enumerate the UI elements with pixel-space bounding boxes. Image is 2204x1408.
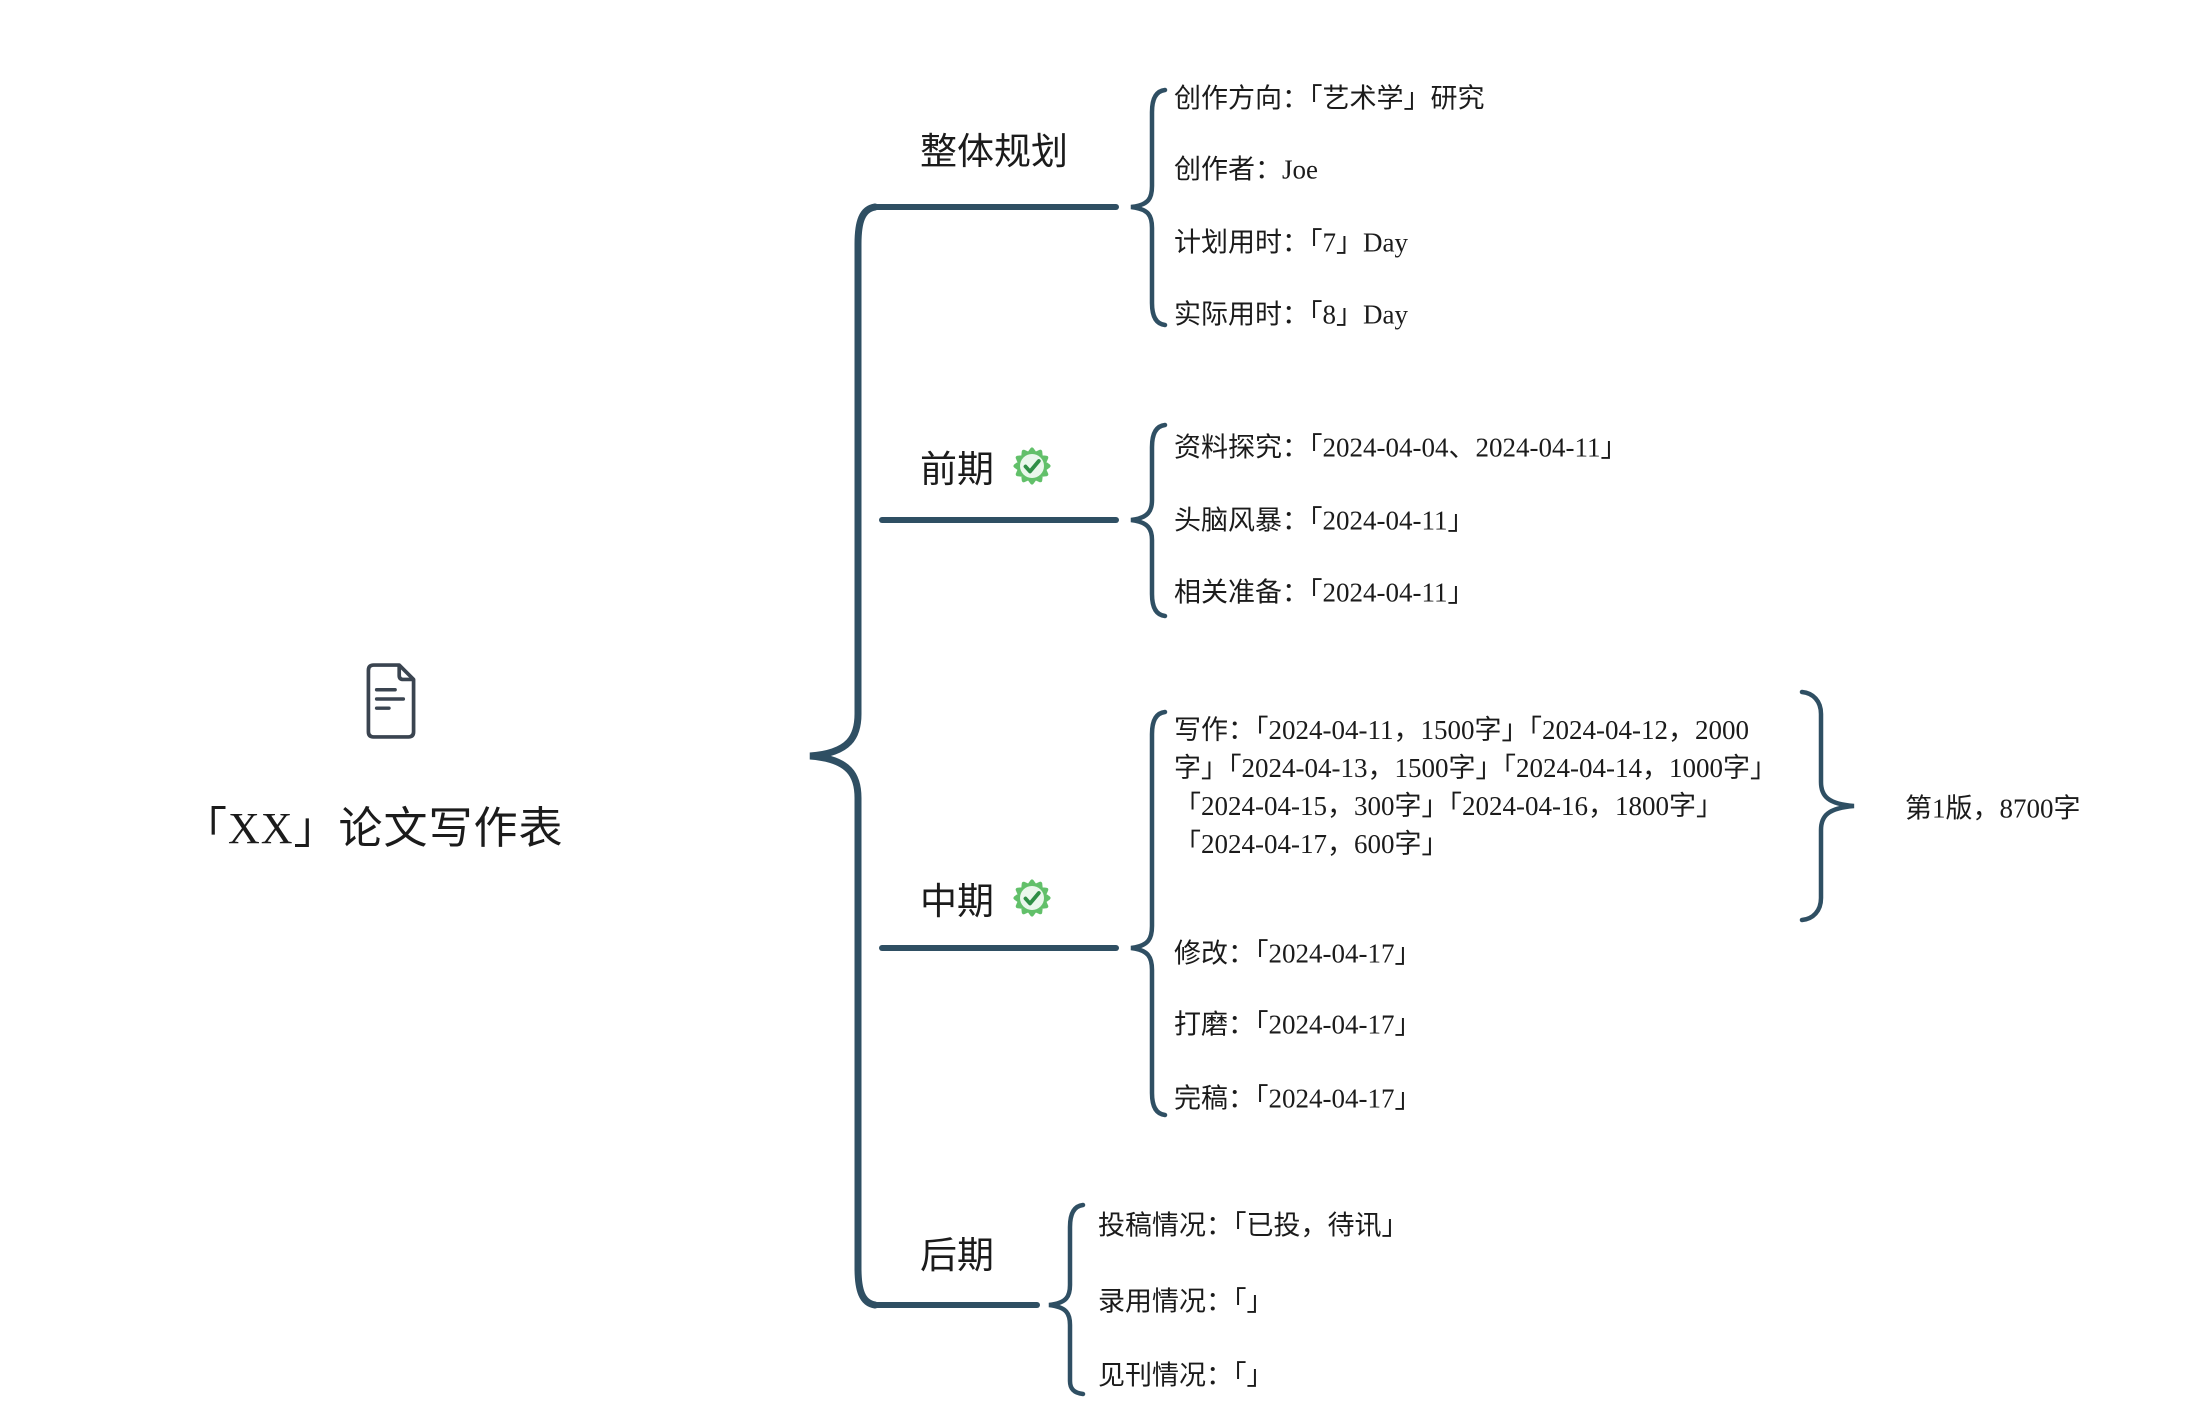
branch-label-overall[interactable]: 整体规划 bbox=[920, 121, 1068, 175]
node-text-writing-log[interactable]: 写作：「2024-04-11，1500字」「2024-04-12，2000字」「… bbox=[1174, 715, 1777, 859]
child-brace-early bbox=[1130, 422, 1168, 619]
node-text-direction[interactable]: 创作方向：「艺术学」研究 bbox=[1174, 83, 1485, 114]
branch-label-text: 前期 bbox=[920, 450, 994, 491]
branch-label-text: 后期 bbox=[920, 1236, 994, 1277]
node-text-brainstorm[interactable]: 头脑风暴：「2024-04-11」 bbox=[1174, 505, 1475, 536]
node-text-submission[interactable]: 投稿情况：「已投，待讯」 bbox=[1098, 1210, 1409, 1241]
branch-label-text: 整体规划 bbox=[920, 132, 1068, 173]
check-seal-icon[interactable] bbox=[1012, 446, 1052, 486]
document-icon bbox=[366, 663, 416, 739]
branch-label-text: 中期 bbox=[920, 882, 994, 923]
node-text-research[interactable]: 资料探究：「2024-04-04、2024-04-11」 bbox=[1174, 432, 1628, 463]
node-text-acceptance[interactable]: 录用情况：「」 bbox=[1098, 1286, 1274, 1317]
node-text-publication[interactable]: 见刊情况：「」 bbox=[1098, 1360, 1274, 1391]
branch-label-early[interactable]: 前期 bbox=[920, 439, 1052, 493]
node-text-actual-time[interactable]: 实际用时：「8」Day bbox=[1174, 299, 1408, 330]
child-brace-overall bbox=[1130, 87, 1168, 328]
branch-label-middle[interactable]: 中期 bbox=[920, 871, 1052, 925]
branch-label-late[interactable]: 后期 bbox=[920, 1225, 994, 1279]
check-seal-icon[interactable] bbox=[1012, 878, 1052, 918]
version-annotation[interactable]: 第1版，8700字 bbox=[1905, 793, 2081, 824]
root-node-icon-wrap[interactable] bbox=[358, 662, 424, 745]
node-text-polish[interactable]: 打磨：「2024-04-17」 bbox=[1174, 1009, 1422, 1040]
node-text-planned-time[interactable]: 计划用时：「7」Day bbox=[1174, 227, 1408, 258]
main-brace bbox=[809, 203, 879, 1309]
node-text-revision[interactable]: 修改：「2024-04-17」 bbox=[1174, 938, 1422, 969]
node-text-preparation[interactable]: 相关准备：「2024-04-11」 bbox=[1174, 577, 1475, 608]
child-brace-late bbox=[1048, 1202, 1086, 1397]
node-text-final-draft[interactable]: 完稿：「2024-04-17」 bbox=[1174, 1083, 1422, 1114]
child-brace-middle bbox=[1130, 709, 1168, 1118]
annotation-brace bbox=[1799, 689, 1855, 923]
node-text-author[interactable]: 创作者：Joe bbox=[1174, 154, 1318, 185]
root-node-title[interactable]: 「XX」论文写作表 bbox=[183, 804, 564, 853]
